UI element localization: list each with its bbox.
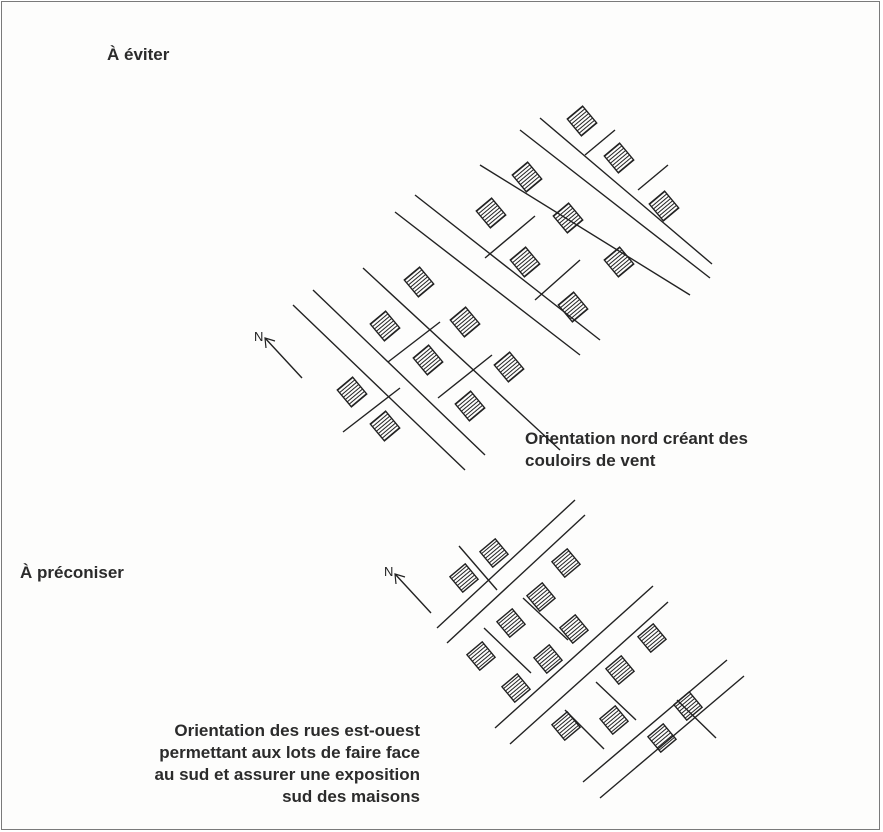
house [509,246,541,278]
lot-divider [484,215,536,259]
houses-recommend [448,537,704,754]
house [550,547,582,579]
caption-avoid-line-2: couloirs de vent [525,451,656,470]
street-line [494,585,654,729]
house [475,197,507,229]
heading-avoid: À éviter [107,45,170,64]
house [478,537,510,569]
heading-recommend: À préconiser [20,563,124,582]
caption-recommend: Orientation des rues est-ouest permettan… [60,720,420,808]
diagram-recommend [436,499,745,799]
street-line [436,499,576,629]
house [369,310,401,342]
house [495,607,527,639]
street-line [292,304,466,471]
lot-divider [437,354,493,399]
caption-avoid-line-1: Orientation nord créant des [525,429,748,448]
house [566,105,598,137]
house [369,410,401,442]
house [454,390,486,422]
house [336,376,368,408]
house [465,640,497,672]
lot-divider [637,164,669,191]
house [550,710,582,742]
caption-avoid: Orientation nord créant des couloirs de … [525,428,865,472]
house [636,622,668,654]
lot-divider [534,259,581,301]
street-line [394,211,581,356]
house [603,246,635,278]
caption-recommend-line-1: Orientation des rues est-ouest [174,721,420,740]
house [604,654,636,686]
lot-divider [522,597,569,641]
diagram-avoid [292,117,713,471]
house [558,613,590,645]
street-line [509,601,669,745]
north-label-recommend: N [384,564,393,579]
caption-recommend-line-4: sud des maisons [282,787,420,806]
house [412,344,444,376]
street-line [582,659,728,783]
house [648,190,680,222]
north-arrow-avoid: N [254,329,303,379]
caption-recommend-line-2: permettant aux lots de faire face [159,743,420,762]
caption-recommend-line-3: au sud et assurer une exposition [154,765,420,784]
house [557,291,589,323]
street-line [446,514,586,644]
house [598,704,630,736]
house [449,306,481,338]
house [511,161,543,193]
street-line [519,129,711,279]
lot-divider [584,129,616,156]
houses-avoid [336,105,680,442]
house [448,562,480,594]
street-line [362,267,561,451]
house [403,266,435,298]
house [532,643,564,675]
house [603,142,635,174]
house [672,690,704,722]
street-line [479,164,691,296]
north-label-avoid: N [254,329,263,344]
lot-divider [458,545,498,591]
house [493,351,525,383]
street-line [539,117,713,265]
lot-divider [595,681,637,721]
lot-divider [387,321,441,363]
house [500,672,532,704]
house [552,202,584,234]
lot-divider [342,387,401,433]
house [525,581,557,613]
lot-divider [483,627,532,674]
north-arrow-recommend: N [384,564,432,614]
house [646,722,678,754]
street-line [312,289,486,456]
